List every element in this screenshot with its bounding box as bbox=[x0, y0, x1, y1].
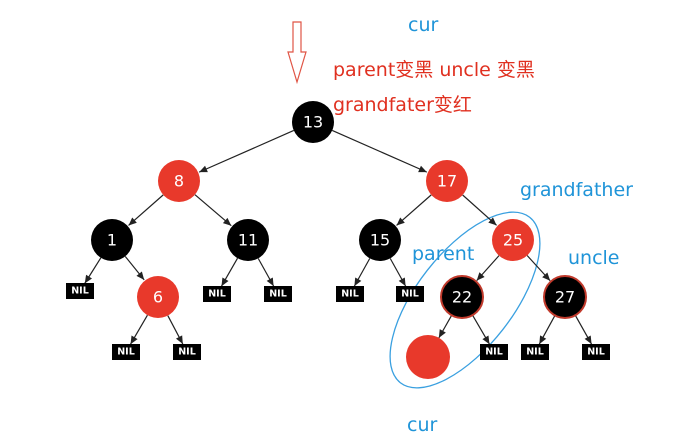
edge-arrowhead bbox=[84, 274, 93, 284]
edge-arrowhead bbox=[584, 335, 592, 345]
nil-leaf: NIL bbox=[203, 286, 231, 302]
edge-arrowhead bbox=[476, 272, 485, 281]
nil-label: NIL bbox=[587, 347, 605, 358]
annotation-cur-bottom: cur bbox=[407, 414, 438, 436]
tree-node-22: 22 bbox=[440, 275, 484, 319]
node-label: 1 bbox=[107, 231, 117, 250]
edge-arrowhead bbox=[199, 165, 208, 173]
node-label: 25 bbox=[503, 231, 523, 250]
nil-leaf: NIL bbox=[336, 286, 364, 302]
edge-arrowhead bbox=[418, 165, 427, 173]
node-circle bbox=[137, 276, 179, 318]
edge-arrowhead bbox=[482, 335, 490, 345]
edge-arrowhead bbox=[221, 277, 229, 287]
tree-node-15: 15 bbox=[359, 219, 401, 261]
edge-arrowhead bbox=[396, 217, 405, 226]
tree-node-11: 11 bbox=[227, 219, 269, 261]
edge-arrowhead bbox=[266, 277, 274, 287]
annotation-uncle: uncle bbox=[568, 247, 620, 269]
tree-node-6: 6 bbox=[137, 276, 179, 318]
nil-leaf: NIL bbox=[112, 344, 140, 360]
edge-arrowhead bbox=[136, 271, 145, 280]
tree-node-25: 25 bbox=[492, 219, 534, 261]
tree-node-8: 8 bbox=[158, 160, 200, 202]
node-circle bbox=[440, 275, 484, 319]
edge-arrowhead bbox=[354, 277, 362, 287]
node-circle bbox=[492, 219, 534, 261]
edge-arrowhead bbox=[175, 335, 183, 345]
nil-leaf: NIL bbox=[480, 344, 508, 360]
annotation-line1: parent变黑 uncle 变黑 bbox=[333, 59, 535, 81]
node-label: 6 bbox=[153, 288, 163, 307]
node-circle bbox=[543, 275, 587, 319]
node-circle bbox=[426, 160, 468, 202]
nil-label: NIL bbox=[117, 347, 135, 358]
nil-leaf: NIL bbox=[173, 344, 201, 360]
annotation-parent: parent bbox=[412, 243, 475, 265]
highlight-ellipse bbox=[389, 211, 541, 389]
node-circle bbox=[292, 101, 334, 143]
node-circle bbox=[406, 335, 450, 379]
node-label: 22 bbox=[452, 288, 472, 307]
node-label: 15 bbox=[370, 231, 390, 250]
node-label: 13 bbox=[303, 113, 323, 132]
nil-label: NIL bbox=[485, 347, 503, 358]
annotation-grandfather: grandfather bbox=[520, 179, 633, 201]
nil-leaf: NIL bbox=[66, 283, 94, 299]
tree-edge bbox=[331, 129, 428, 173]
nil-leaf: NIL bbox=[396, 286, 424, 302]
tree-node-13: 13 bbox=[292, 101, 334, 143]
node-label: 17 bbox=[437, 172, 457, 191]
nil-label: NIL bbox=[178, 347, 196, 358]
node-label: 8 bbox=[174, 172, 184, 191]
nil-label: NIL bbox=[341, 289, 359, 300]
edge-arrowhead bbox=[398, 277, 406, 287]
node-label: 11 bbox=[238, 231, 258, 250]
nil-leaf: NIL bbox=[582, 344, 610, 360]
node-label: 27 bbox=[555, 288, 575, 307]
edge-arrowhead bbox=[539, 335, 547, 345]
nil-leaf: NIL bbox=[521, 344, 549, 360]
tree-node-1: 1 bbox=[91, 219, 133, 261]
node-circle bbox=[227, 219, 269, 261]
node-circle bbox=[158, 160, 200, 202]
tree-node-cur bbox=[406, 335, 450, 379]
annotation-cur-top: cur bbox=[408, 14, 439, 36]
edge-arrowhead bbox=[128, 217, 137, 226]
edge-arrowhead bbox=[222, 217, 232, 226]
annotation-line2: grandfater变红 bbox=[333, 94, 472, 116]
edge-arrowhead bbox=[542, 272, 551, 281]
edge-arrowhead bbox=[488, 217, 497, 226]
nil-label: NIL bbox=[526, 347, 544, 358]
down-arrow-icon bbox=[287, 21, 307, 85]
tree-node-17: 17 bbox=[426, 160, 468, 202]
nil-label: NIL bbox=[71, 286, 89, 297]
nil-leaf: NIL bbox=[264, 286, 292, 302]
edge-arrowhead bbox=[438, 329, 446, 338]
tree-edge bbox=[198, 129, 295, 173]
nil-label: NIL bbox=[208, 289, 226, 300]
nil-label: NIL bbox=[401, 289, 419, 300]
node-circle bbox=[359, 219, 401, 261]
node-circle bbox=[91, 219, 133, 261]
nil-label: NIL bbox=[269, 289, 287, 300]
edge-arrowhead bbox=[130, 335, 138, 345]
tree-node-27: 27 bbox=[543, 275, 587, 319]
